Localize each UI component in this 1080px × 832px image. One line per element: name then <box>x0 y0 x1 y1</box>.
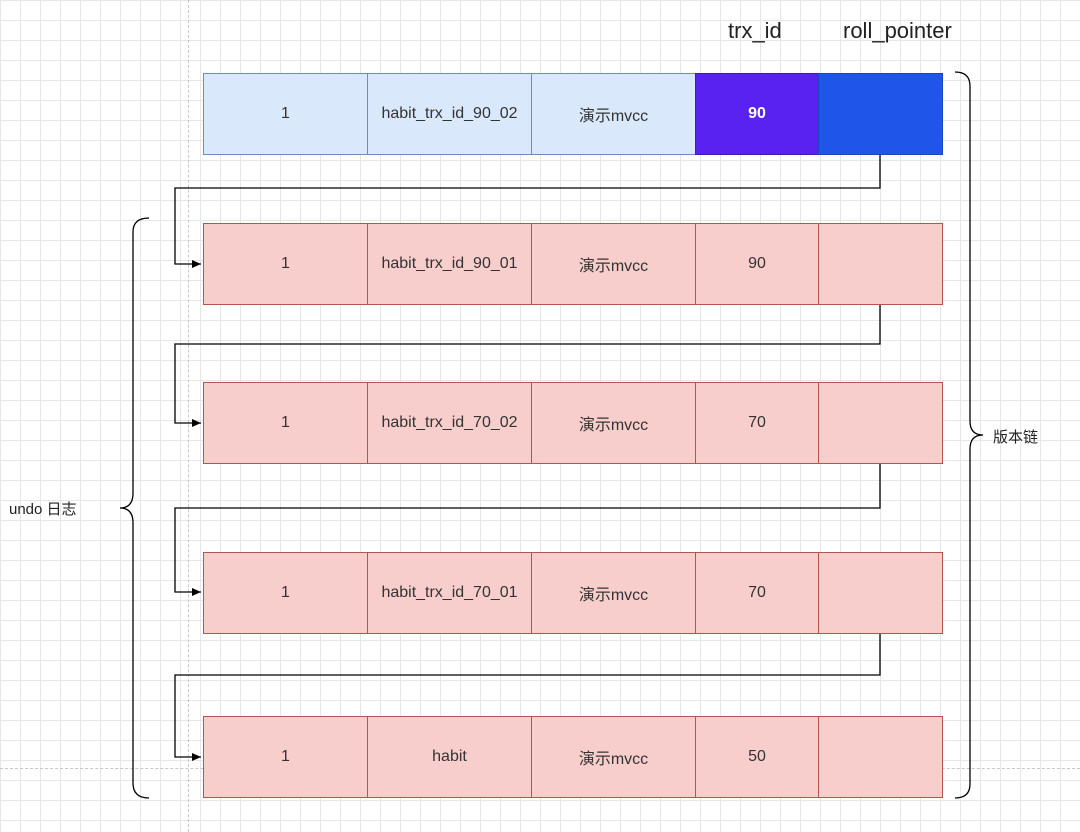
header-roll-pointer: roll_pointer <box>843 18 952 43</box>
undo-log-label: undo 日志 <box>9 501 77 518</box>
pointer-connector-2 <box>174 305 881 427</box>
cell-name: habit_trx_id_70_02 <box>367 382 532 464</box>
cell-id: 1 <box>203 552 368 634</box>
cell-roll-pointer <box>818 223 943 305</box>
pointer-connector-4 <box>174 634 881 761</box>
cell-name: habit <box>367 716 532 798</box>
cell-roll-pointer <box>818 382 943 464</box>
cell-name: habit_trx_id_90_02 <box>367 73 532 155</box>
header-trx-id: trx_id <box>728 18 782 43</box>
guide-line-vertical <box>188 0 189 832</box>
undo-log-row: 1 habit 演示mvcc 50 <box>203 716 943 798</box>
cell-roll-pointer <box>818 716 943 798</box>
cell-trx-id: 90 <box>695 223 819 305</box>
undo-log-row: 1 habit_trx_id_70_01 演示mvcc 70 <box>203 552 943 634</box>
record-row-current: 1 habit_trx_id_90_02 演示mvcc 90 <box>203 73 943 155</box>
cell-id: 1 <box>203 223 368 305</box>
pointer-connector-3 <box>174 464 881 596</box>
cell-trx-id: 70 <box>695 382 819 464</box>
cell-note: 演示mvcc <box>531 552 696 634</box>
undo-log-row: 1 habit_trx_id_90_01 演示mvcc 90 <box>203 223 943 305</box>
cell-roll-pointer <box>818 73 943 155</box>
cell-name: habit_trx_id_90_01 <box>367 223 532 305</box>
cell-id: 1 <box>203 716 368 798</box>
undo-log-brace <box>119 217 150 799</box>
cell-id: 1 <box>203 73 368 155</box>
pointer-connector-1 <box>174 155 881 268</box>
cell-name: habit_trx_id_70_01 <box>367 552 532 634</box>
cell-note: 演示mvcc <box>531 73 696 155</box>
cell-id: 1 <box>203 382 368 464</box>
version-chain-brace <box>954 71 984 799</box>
cell-note: 演示mvcc <box>531 382 696 464</box>
undo-log-row: 1 habit_trx_id_70_02 演示mvcc 70 <box>203 382 943 464</box>
cell-trx-id: 50 <box>695 716 819 798</box>
cell-note: 演示mvcc <box>531 716 696 798</box>
cell-trx-id: 90 <box>695 73 819 155</box>
version-chain-label: 版本链 <box>993 429 1039 446</box>
cell-note: 演示mvcc <box>531 223 696 305</box>
cell-roll-pointer <box>818 552 943 634</box>
cell-trx-id: 70 <box>695 552 819 634</box>
